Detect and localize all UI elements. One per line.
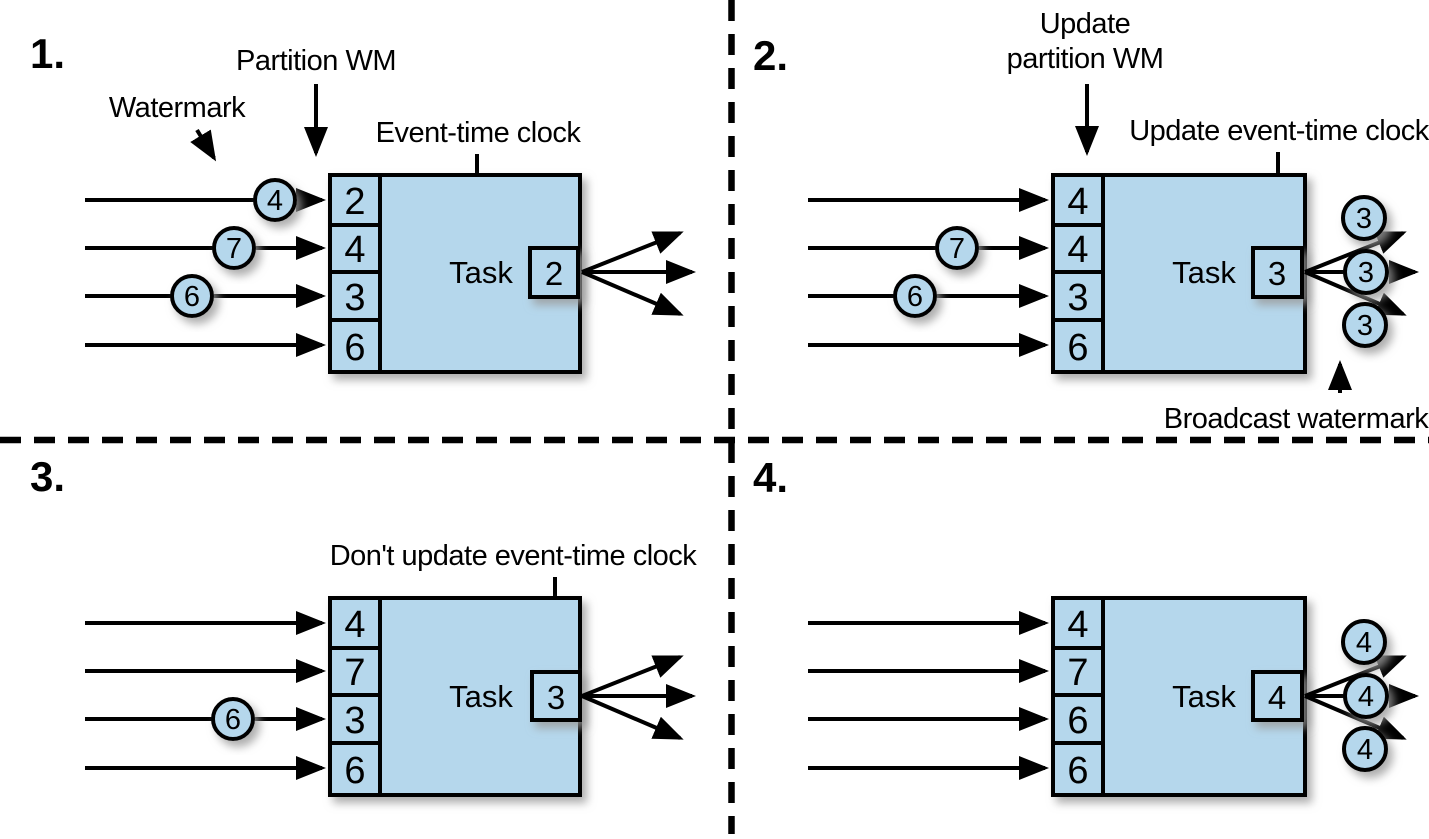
partition-cell-value: 6 <box>1067 700 1088 742</box>
clock-value: 3 <box>547 679 565 716</box>
watermark-circle <box>211 697 255 741</box>
partition-cell-value: 3 <box>344 700 365 742</box>
watermark-circle <box>935 226 979 270</box>
output-arrow <box>581 231 684 274</box>
watermark-circle <box>170 274 214 318</box>
partition-wm-label: Partition WM <box>236 45 396 77</box>
broadcast-watermark-value: 4 <box>1357 734 1373 766</box>
partition-cell-value: 3 <box>344 277 365 319</box>
broadcast-watermark-value: 3 <box>1358 257 1374 289</box>
task-label: Task <box>449 255 513 290</box>
watermark-circle <box>893 274 937 318</box>
clock-value: 3 <box>1268 255 1286 292</box>
clock-value: 2 <box>545 255 563 292</box>
event-time-clock-box <box>528 246 580 299</box>
watermark-label: Watermark <box>109 92 246 124</box>
panel-number: 4. <box>753 454 788 501</box>
event-time-clock-box <box>1251 246 1304 299</box>
watermark-circle <box>212 226 256 270</box>
panel-1: 1. Watermark Partition WM Event-time clo… <box>30 30 696 374</box>
broadcast-watermark-circle <box>1342 302 1388 348</box>
broadcast-watermark-circle <box>1343 673 1389 719</box>
event-time-clock-label: Event-time clock <box>376 117 582 149</box>
update-partition-wm-label-line2: partition WM <box>1007 43 1164 75</box>
output-arrow <box>581 655 684 698</box>
partition-cell-value: 4 <box>1067 604 1088 646</box>
broadcast-watermark-circle <box>1341 195 1387 241</box>
panel-4: 4. 4 7 6 6 Task 4 4 4 4 <box>753 454 1419 797</box>
output-arrow <box>581 270 684 316</box>
watermark-value: 7 <box>226 233 242 265</box>
broadcast-watermark-value: 4 <box>1358 681 1374 713</box>
broadcast-watermark-value: 3 <box>1356 203 1372 235</box>
output-arrow <box>581 694 684 740</box>
panel-number: 1. <box>30 30 65 77</box>
update-event-time-clock-label: Update event-time clock <box>1129 115 1429 147</box>
partition-cell-value: 4 <box>344 604 365 646</box>
watermark-value: 6 <box>907 281 923 313</box>
watermark-value: 4 <box>267 185 283 217</box>
broadcast-watermark-circle <box>1343 249 1389 295</box>
broadcast-watermark-circle <box>1341 619 1387 665</box>
clock-value: 4 <box>1268 679 1286 716</box>
partition-cell-value: 6 <box>344 327 365 369</box>
event-time-clock-box <box>1251 670 1304 722</box>
partition-cell-value: 6 <box>1067 327 1088 369</box>
update-partition-wm-label-line1: Update <box>1040 8 1131 40</box>
event-time-clock-box <box>530 670 582 722</box>
partition-cell-value: 7 <box>1067 652 1088 694</box>
partition-cell-value: 7 <box>344 652 365 694</box>
partition-cell-value: 4 <box>1067 181 1088 223</box>
partition-cell-value: 6 <box>1067 750 1088 792</box>
panel-3: 3. Don't update event-time clock 4 7 3 6… <box>30 453 698 797</box>
watermark-value: 7 <box>949 233 965 265</box>
panel-2: 2. Update partition WM Update event-time… <box>753 8 1429 435</box>
broadcast-watermark-label: Broadcast watermark <box>1164 403 1429 435</box>
partition-cell-value: 4 <box>1067 229 1088 271</box>
output-arrow <box>1304 694 1407 740</box>
panel-number: 2. <box>753 32 788 79</box>
broadcast-watermark-value: 4 <box>1356 627 1372 659</box>
partition-cell-value: 6 <box>344 750 365 792</box>
task-label: Task <box>449 679 513 714</box>
task-label: Task <box>1172 255 1236 290</box>
broadcast-watermark-value: 3 <box>1357 310 1373 342</box>
output-arrow <box>1304 270 1407 316</box>
partition-cell-value: 2 <box>344 181 365 223</box>
partition-cell-value: 4 <box>344 229 365 271</box>
watermark-label-arrow <box>190 128 217 162</box>
panel-number: 3. <box>30 453 65 500</box>
watermark-circle <box>253 178 297 222</box>
partition-cell-value: 3 <box>1067 277 1088 319</box>
broadcast-watermark-circle <box>1342 726 1388 772</box>
dont-update-event-time-clock-label: Don't update event-time clock <box>330 540 698 572</box>
watermark-value: 6 <box>225 704 241 736</box>
task-label: Task <box>1172 679 1236 714</box>
watermark-value: 6 <box>184 281 200 313</box>
